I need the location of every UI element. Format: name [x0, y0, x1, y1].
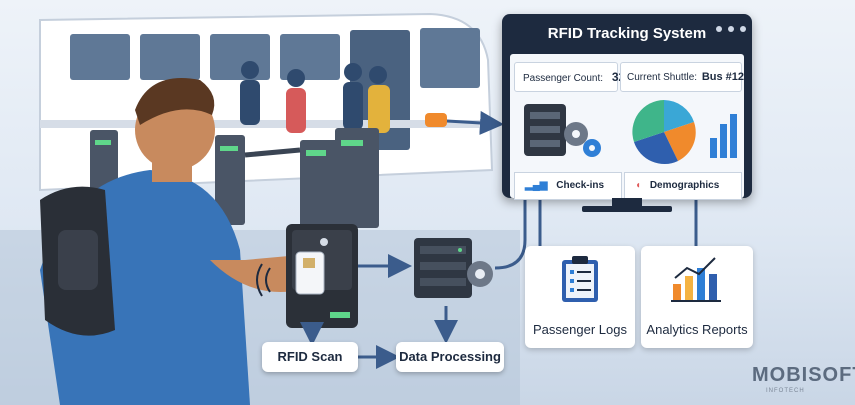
- server-gear-icon: [414, 238, 493, 298]
- monitor-base: [582, 206, 672, 212]
- tab-demographics[interactable]: ◖ Demographics: [624, 172, 742, 200]
- tab-demographics-label: Demographics: [649, 180, 720, 191]
- passenger-logs-label: Passenger Logs: [533, 322, 627, 337]
- monitor-screen: Passenger Count: 32 Current Shuttle: Bus…: [510, 54, 745, 200]
- analytics-reports-label: Analytics Reports: [646, 322, 748, 337]
- window-dot-icon: [740, 26, 746, 32]
- analytics-chart-icon: [671, 257, 721, 302]
- monitor-stand: [612, 198, 642, 208]
- tab-checkins-label: Check-ins: [556, 180, 605, 191]
- current-shuttle-label: Current Shuttle:: [627, 72, 698, 83]
- brand-logo: MOBISOFT: [752, 364, 855, 386]
- passenger-count-stat: Passenger Count: 32: [514, 62, 625, 92]
- passenger-logs-card: Passenger Logs: [525, 246, 635, 348]
- monitor-title: RFID Tracking System: [547, 25, 707, 42]
- passenger-count-label: Passenger Count:: [523, 73, 604, 84]
- brand-tagline: INFOTECH: [766, 388, 805, 394]
- current-shuttle-stat: Current Shuttle: Bus #12: [620, 62, 745, 92]
- clipboard-icon: [562, 256, 598, 302]
- rfid-card-icon: [256, 251, 325, 297]
- checkins-bars-icon: ▂▄▆: [525, 180, 548, 191]
- bar-chart-icon: [710, 114, 737, 158]
- tab-checkins[interactable]: ▂▄▆ Check-ins: [514, 172, 622, 200]
- rfid-scan-label: RFID Scan: [262, 342, 358, 372]
- analytics-reports-card: Analytics Reports: [641, 246, 753, 348]
- data-processing-label: Data Processing: [396, 342, 504, 372]
- window-dot-icon: [716, 26, 722, 32]
- current-shuttle-value: Bus #12: [701, 71, 745, 83]
- tracking-monitor: RFID Tracking System Passenger Count: 32…: [502, 14, 752, 200]
- demographics-icon: ◖: [635, 180, 642, 191]
- pie-chart-icon: [632, 100, 696, 165]
- dashboard-visuals: [524, 100, 737, 165]
- window-dot-icon: [728, 26, 734, 32]
